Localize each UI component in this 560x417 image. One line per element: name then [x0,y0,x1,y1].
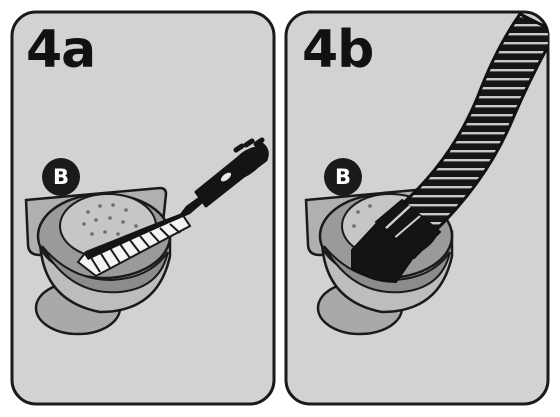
part-b-badge: B [324,158,362,196]
step-label-4b: 4b [302,24,373,76]
step-label-4a: 4a [26,24,95,76]
part-b-badge: B [42,158,80,196]
